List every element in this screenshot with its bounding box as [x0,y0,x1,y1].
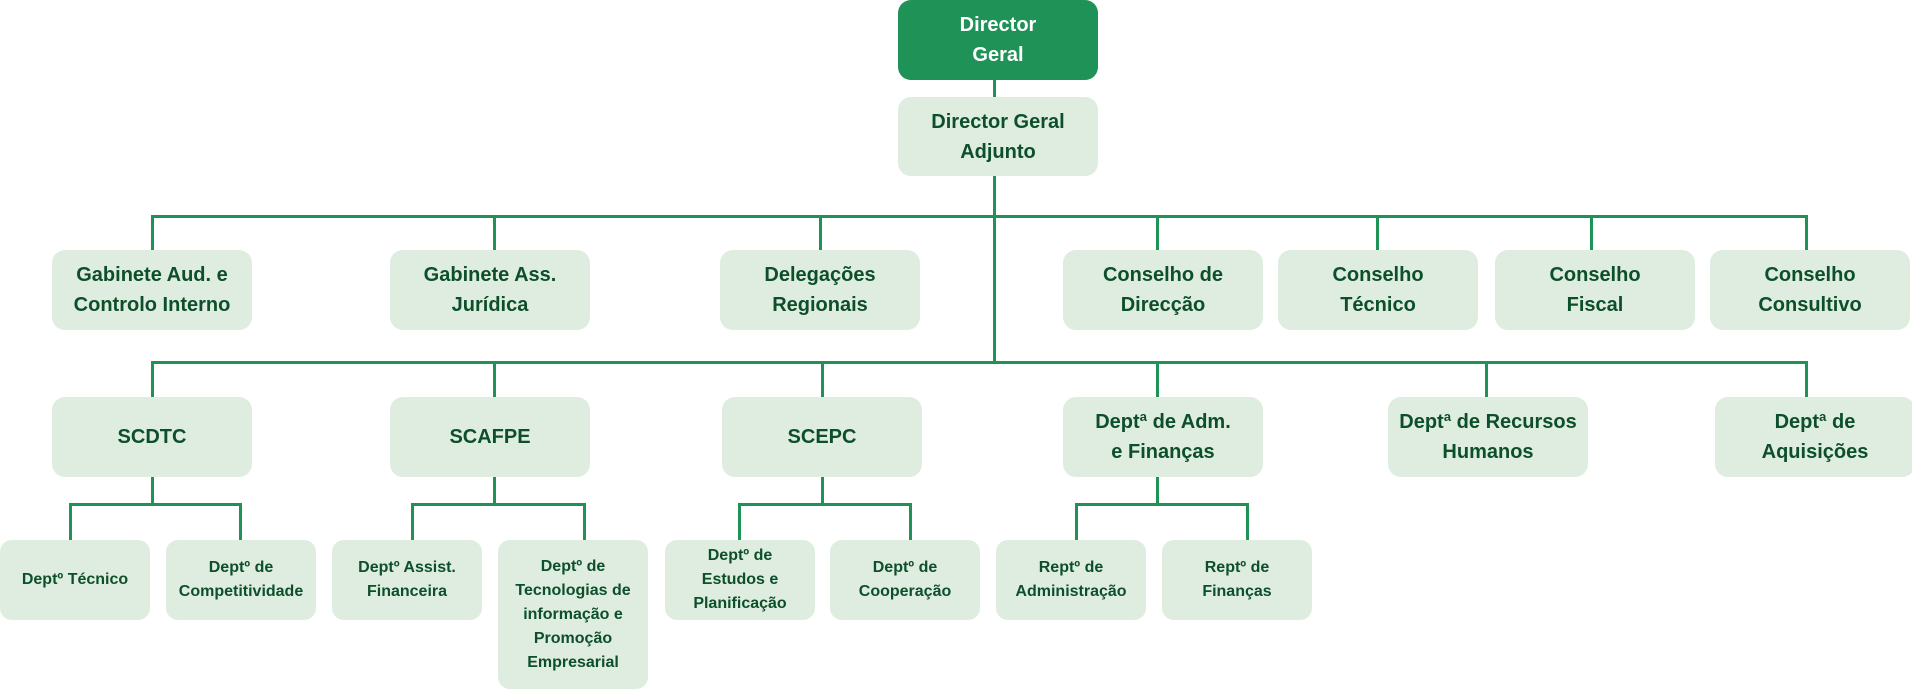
node-label: Deptª de Recursos Humanos [1399,411,1577,463]
connector-line [738,503,741,540]
connector-line [909,503,912,540]
node-conselho-tecnico: Conselho Técnico [1278,250,1478,330]
node-label: Conselho Fiscal [1549,264,1641,316]
connector-line [151,215,154,250]
node-conselho-consultivo: Conselho Consultivo [1710,250,1910,330]
connector-line [493,215,496,250]
connector-line [69,503,72,540]
node-label: Deptº de Estudos e Planificação [693,547,787,612]
node-label: Deptº Assist. Financeira [358,559,456,600]
node-gabinete-auditoria: Gabinete Aud. e Controlo Interno [52,250,252,330]
node-scepc: SCEPC [722,397,922,477]
connector-line [151,361,154,397]
node-dept-estudos-planificacao: Deptº de Estudos e Planificação [665,540,815,620]
connector-line [1485,361,1488,397]
connector-line [151,477,154,505]
node-conselho-direccao: Conselho de Direcção [1063,250,1263,330]
node-director-geral: Director Geral [898,0,1098,80]
connector-line [1805,215,1808,250]
connector-line [1156,477,1159,505]
node-label: Reptº de Administração [1015,559,1127,600]
node-scdtc: SCDTC [52,397,252,477]
node-dept-assist-financeira: Deptº Assist. Financeira [332,540,482,620]
node-label: Director Geral [959,14,1037,66]
node-label: Director Geral Adjunto [931,110,1065,163]
connector-line [821,477,824,505]
connector-line [1156,215,1159,250]
connector-line [1805,361,1808,397]
connector-line [239,503,242,540]
connector-line [819,215,822,250]
connector-line [69,503,242,506]
node-label: SCDTC [117,426,187,448]
connector-line [1246,503,1249,540]
connector-line [151,361,1808,364]
node-gabinete-juridica: Gabinete Ass. Jurídica [390,250,590,330]
node-dept-tecnico: Deptº Técnico [0,540,150,620]
connector-line [493,361,496,397]
node-delegacoes-regionais: Delegações Regionais [720,250,920,330]
connector-line [1156,361,1159,397]
node-label: Deptº de Tecnologias de informação e Pro… [515,557,631,671]
connector-line [993,80,996,97]
connector-line [738,503,912,506]
node-label: SCAFPE [449,426,531,448]
node-label: Deptº Técnico [21,571,129,588]
node-dept-competitividade: Deptº de Competitividade [166,540,316,620]
node-label: SCEPC [787,426,857,448]
connector-line [411,503,586,506]
connector-line [583,503,586,540]
node-dept-cooperacao: Deptº de Cooperação [830,540,980,620]
node-label: Deptº de Competitividade [178,559,304,600]
connector-line [821,361,824,397]
node-label: Gabinete Ass. Jurídica [423,264,557,316]
connector-line [493,477,496,505]
node-rept-administracao: Reptº de Administração [996,540,1146,620]
node-dept-adm-financas: Deptª de Adm. e Finanças [1063,397,1263,477]
node-label: Gabinete Aud. e Controlo Interno [73,264,231,316]
node-label: Conselho Técnico [1332,264,1424,316]
node-label: Deptº de Cooperação [858,559,952,600]
node-director-geral-adjunto: Director Geral Adjunto [898,97,1098,176]
node-conselho-fiscal: Conselho Fiscal [1495,250,1695,330]
node-label: Deptª de Aquisições [1761,411,1869,463]
node-label: Conselho Consultivo [1758,264,1862,316]
connector-line [1376,215,1379,250]
connector-line [1075,503,1249,506]
node-label: Delegações Regionais [764,264,876,316]
node-label: Conselho de Direcção [1102,264,1223,316]
node-dept-tecnologias-informacao: Deptº de Tecnologias de informação e Pro… [498,540,648,689]
node-rept-financas: Reptº de Finanças [1162,540,1312,620]
node-label: Reptº de Finanças [1202,559,1272,600]
connector-line [151,215,1808,218]
connector-line [1075,503,1078,540]
node-dept-aquisicoes: Deptª de Aquisições [1715,397,1912,477]
connector-line [411,503,414,540]
connector-line [993,176,996,364]
node-scafpe: SCAFPE [390,397,590,477]
connector-line [1590,215,1593,250]
node-dept-recursos-humanos: Deptª de Recursos Humanos [1388,397,1588,477]
node-label: Deptª de Adm. e Finanças [1095,411,1231,463]
